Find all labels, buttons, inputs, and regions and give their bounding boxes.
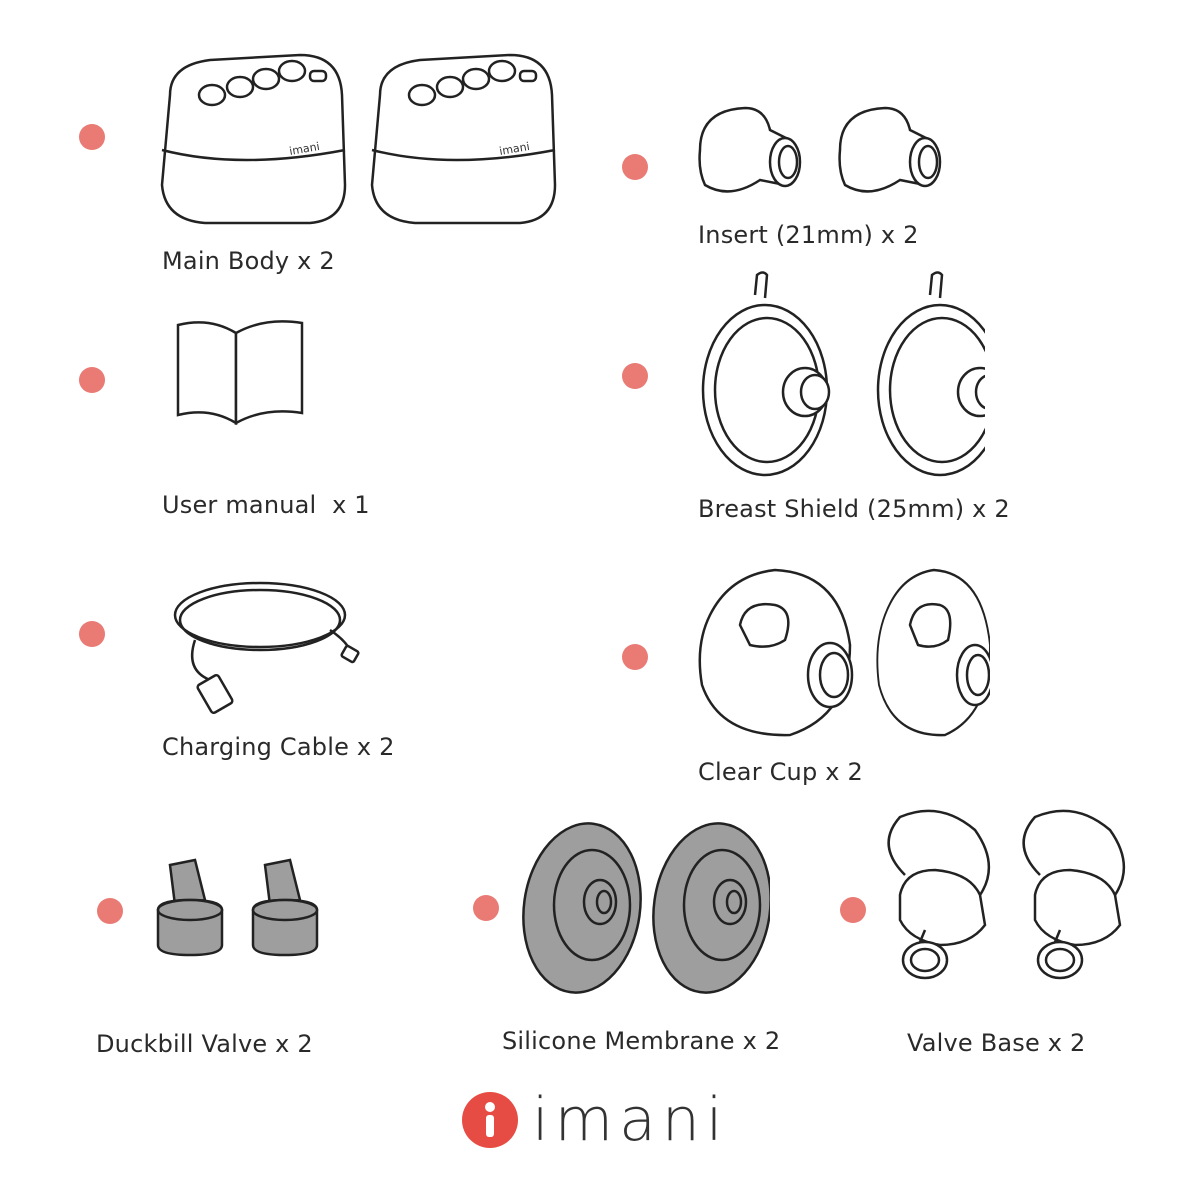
valve-base-illustration [870, 805, 1150, 1000]
brand-logo: imani [460, 1090, 729, 1150]
device-brand-text: imani [498, 140, 530, 158]
item-label-duckbill-valve: Duckbill Valve x 2 [96, 1030, 313, 1058]
bullet-dot [79, 367, 105, 393]
item-label-breast-shield: Breast Shield (25mm) x 2 [698, 495, 1010, 523]
item-label-main-body: Main Body x 2 [162, 247, 335, 275]
breast-shield-illustration [695, 270, 985, 480]
device-brand-text: imani [288, 140, 320, 158]
bullet-dot [79, 124, 105, 150]
user-manual-illustration [170, 315, 310, 425]
insert-illustration [690, 100, 960, 210]
bullet-dot [473, 895, 499, 921]
bullet-dot [97, 898, 123, 924]
bullet-dot [622, 644, 648, 670]
item-label-valve-base: Valve Base x 2 [907, 1029, 1086, 1057]
duckbill-valve-illustration [150, 855, 330, 965]
bullet-dot [840, 897, 866, 923]
main-body-illustration: imani imani [150, 45, 560, 225]
item-label-clear-cup: Clear Cup x 2 [698, 758, 863, 786]
imani-logo-icon [460, 1090, 520, 1150]
clear-cup-illustration [690, 565, 990, 745]
item-label-silicone-membrane: Silicone Membrane x 2 [502, 1027, 781, 1055]
bullet-dot [79, 621, 105, 647]
item-label-charging-cable: Charging Cable x 2 [162, 733, 395, 761]
charging-cable-illustration [165, 570, 375, 720]
logo-text: imani [532, 1085, 729, 1155]
bullet-dot [622, 363, 648, 389]
item-label-user-manual: User manual x 1 [162, 491, 370, 519]
silicone-membrane-illustration [520, 820, 770, 995]
item-label-insert: Insert (21mm) x 2 [698, 221, 919, 249]
bullet-dot [622, 154, 648, 180]
